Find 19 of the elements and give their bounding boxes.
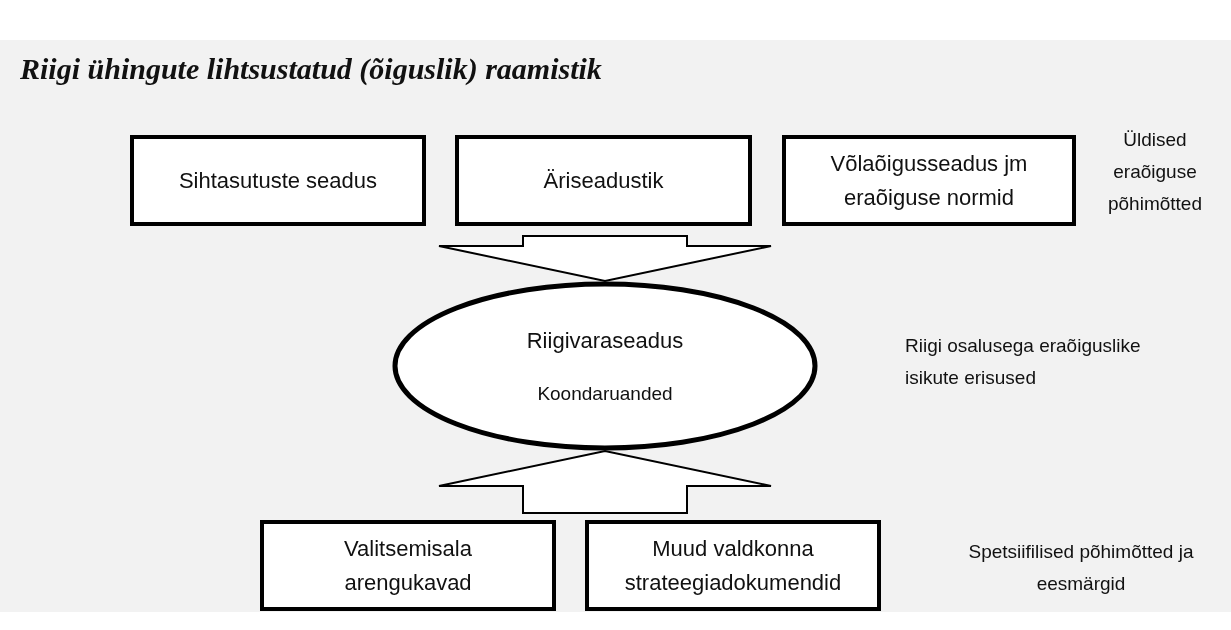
node-label: Valitsemisala arengukavad bbox=[343, 534, 473, 597]
process-box bbox=[782, 135, 1076, 226]
node-label: Võlaõigusseadus jm eraõiguse normid bbox=[829, 149, 1029, 212]
side-note: Riigi osalusega eraõiguslike isikute erisused bbox=[905, 334, 1142, 390]
title: Riigi ühingute lihtsustatud (õiguslik) raamistik bbox=[20, 52, 602, 86]
node-label: Äriseadustik bbox=[543, 166, 664, 195]
node-label: Sihtasutuste seadus bbox=[178, 166, 378, 195]
block-arrow bbox=[438, 235, 772, 283]
node-label: Muud valdkonna strateegiadokumendid bbox=[623, 534, 843, 597]
block-arrow bbox=[438, 449, 772, 514]
node-label: Riigivaraseadus bbox=[526, 327, 684, 355]
process-box bbox=[130, 135, 426, 226]
process-box bbox=[585, 520, 881, 611]
process-box bbox=[260, 520, 556, 611]
ellipse-node bbox=[392, 281, 818, 451]
side-note: Üldised eraõiguse põhimõtted bbox=[1107, 128, 1203, 216]
side-note: Spetsiifilised põhimõtted ja eesmärgid bbox=[967, 540, 1195, 596]
process-box bbox=[455, 135, 752, 226]
node-subtitle: Koondaruanded bbox=[537, 382, 673, 406]
